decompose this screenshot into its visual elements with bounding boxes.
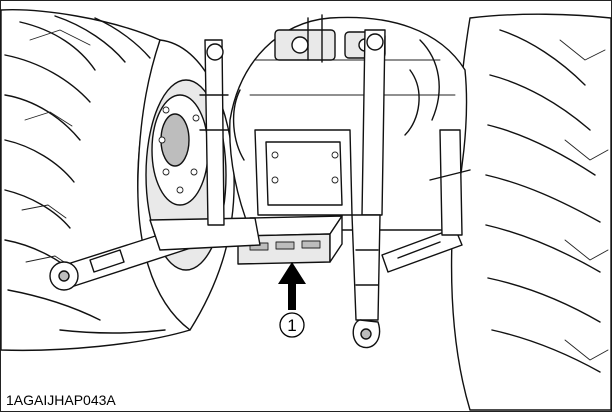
hitch-frame bbox=[254, 129, 353, 216]
drawbar-bracket bbox=[237, 215, 343, 265]
left-lift-rod bbox=[199, 39, 229, 226]
left-lower-link bbox=[49, 217, 261, 291]
hydraulic-hoses bbox=[232, 39, 440, 161]
callout-arrow bbox=[278, 262, 306, 310]
callout-1-number: 1 bbox=[287, 316, 296, 335]
callout-1: 1 bbox=[279, 312, 305, 338]
left-rear-tire bbox=[0, 9, 191, 352]
right-stabilizer bbox=[381, 129, 471, 273]
figure-code: 1AGAIJHAP043A bbox=[6, 392, 116, 408]
right-lift-rod bbox=[351, 29, 386, 349]
right-rear-tire bbox=[450, 13, 612, 411]
